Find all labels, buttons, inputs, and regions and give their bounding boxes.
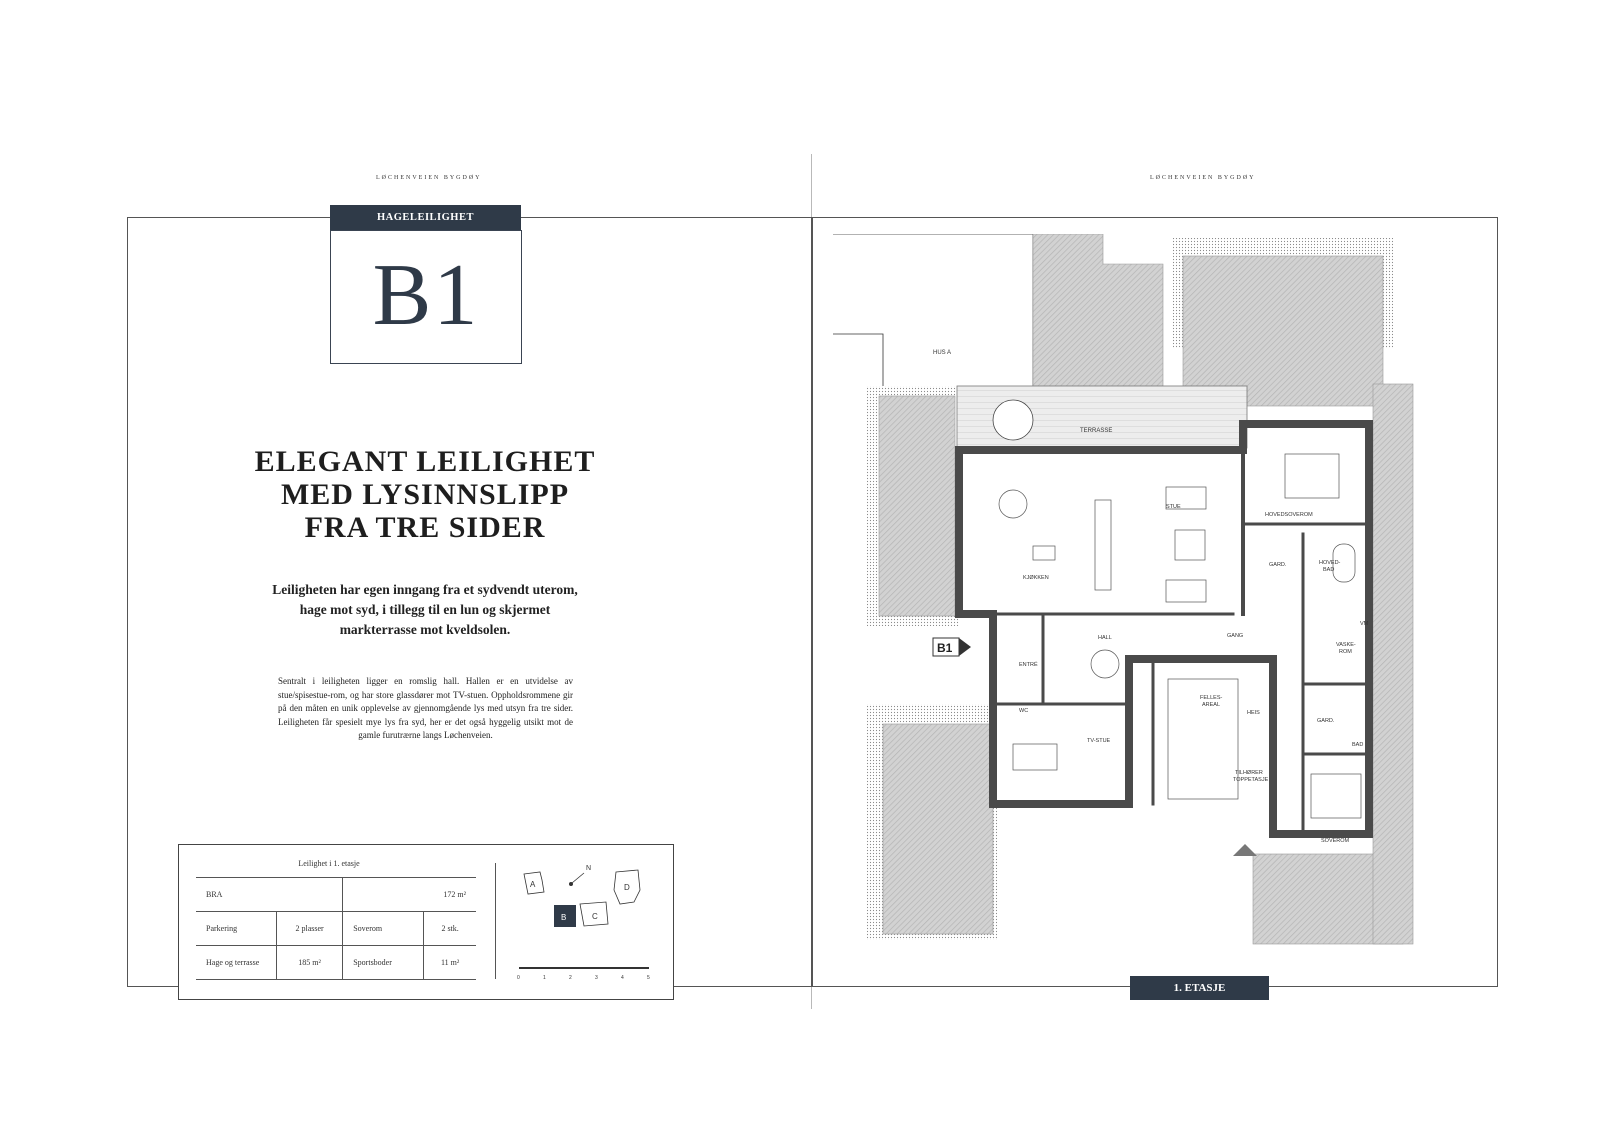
gard-label-2: GARD. (1317, 718, 1335, 724)
info-title: Leilighet i 1. etasje (298, 859, 360, 868)
kitchen-island (1032, 545, 1056, 561)
table-row: BRA 172 m² (196, 877, 476, 912)
info-separator (495, 863, 496, 979)
vm-label: VM (1360, 621, 1369, 627)
bathtub (1332, 543, 1356, 583)
unit-code-box: B1 (330, 230, 522, 364)
site-key-map: A B C D N (523, 865, 641, 927)
soverom-label: SOVEROM (1321, 838, 1350, 844)
sofa-south (1165, 579, 1207, 603)
garden-area-west (878, 395, 956, 617)
building-b-shape (554, 905, 576, 927)
stue-label: STUE (1166, 504, 1181, 510)
wall-utility-rooms (1301, 682, 1371, 756)
vaskerom-label-1: VASKE- (1336, 642, 1356, 648)
hovedsoverom-label: HOVEDSOVEROM (1265, 512, 1313, 518)
building-c-shape (579, 901, 609, 927)
scale-bar (519, 967, 649, 969)
specs-table: BRA 172 m² Parkering 2 plasser Soverom 2… (196, 877, 476, 980)
hage-label: Hage og terrasse (196, 945, 277, 980)
tv-stue-label: TV-STUE (1087, 738, 1111, 744)
building-c-label: C (592, 912, 598, 921)
floor-plan: HUS A TERRASSE (833, 234, 1414, 945)
scale-label: 0 (517, 975, 520, 981)
running-title-right: LØCHENVEIEN BYGDØY (1150, 175, 1256, 181)
soverom-value: 2 stk. (423, 911, 476, 946)
garden-area-south-west (882, 723, 994, 935)
fellesareal-label-1: FELLES- (1200, 695, 1222, 701)
unit-code: B1 (372, 247, 480, 344)
heis-label: HEIS (1247, 710, 1260, 716)
sportsboder-label: Sportsboder (342, 945, 424, 980)
sportsboder-value: 11 m² (423, 945, 476, 980)
house-a-outline (833, 234, 1034, 395)
fellesareal-label-2: AREAL (1202, 702, 1220, 708)
vaskerom-label-2: ROM (1339, 649, 1352, 655)
soverom-label: Soverom (342, 911, 424, 946)
tilhorer-label-2: TOPPETASJE (1233, 777, 1269, 783)
wall-south-outer (1125, 655, 1373, 838)
unit-type-tab: HAGELEILIGHET (330, 205, 521, 230)
entre-label: ENTRÉ (1019, 661, 1038, 668)
floor-label: 1. ETASJE (1130, 976, 1269, 1000)
headline-line-3: FRA TRE SIDER (304, 511, 546, 544)
table-row: Hage og terrasse 185 m² Sportsboder 11 m… (196, 945, 476, 980)
entrance-arrow-icon (959, 638, 971, 656)
wc-label: WC (1019, 708, 1028, 714)
north-arrow-icon (571, 872, 585, 884)
hovedbad-label-2: BAD (1323, 567, 1334, 573)
headline: ELEGANT LEILIGHET MED LYSINNSLIPP FRA TR… (230, 445, 620, 544)
garden-area-east (1372, 383, 1414, 945)
kjokken-label: KJØKKEN (1023, 575, 1049, 581)
building-d-label: D (624, 883, 630, 892)
dining-table-long (1094, 499, 1112, 591)
scale-label: 5 (647, 975, 650, 981)
headline-line-1: ELEGANT LEILIGHET (254, 445, 596, 478)
building-a-label: A (530, 880, 536, 889)
headline-line-2: MED LYSINNSLIPP (280, 478, 570, 511)
intro-paragraph: Leiligheten har egen inngang fra et sydv… (272, 582, 578, 637)
building-b-label: B (561, 913, 566, 922)
sofa-north (1165, 486, 1207, 510)
unit-info-box: Leilighet i 1. etasje BRA 172 m² Parkeri… (178, 844, 674, 1000)
building-entrance-icon (1233, 844, 1257, 856)
hall-label: HALL (1098, 635, 1112, 641)
bedroom-bed (1310, 773, 1362, 819)
house-a-label: HUS A (933, 350, 951, 356)
terrace-table (992, 399, 1034, 441)
parkering-label: Parkering (196, 911, 277, 946)
bad-label: BAD (1352, 742, 1363, 748)
parkering-value: 2 plasser (275, 911, 343, 946)
north-label: N (586, 865, 591, 872)
gang-label: GANG (1227, 633, 1243, 639)
master-bed (1284, 453, 1340, 499)
building-a-shape (523, 871, 545, 895)
scale-label: 1 (543, 975, 546, 981)
dining-table-round (998, 489, 1028, 519)
running-title-left: LØCHENVEIEN BYGDØY (376, 175, 482, 181)
body-paragraph: Sentralt i leiligheten ligger en romslig… (278, 676, 573, 740)
tilhorer-label-1: TILHØRER (1235, 770, 1263, 776)
entrance-tag-label: B1 (937, 641, 953, 655)
hall-round-table (1090, 649, 1120, 679)
coffee-table (1174, 529, 1206, 561)
hovedbad-label-1: HOVED- (1319, 560, 1341, 566)
building-d-shape (613, 869, 641, 905)
north-arrow-base-icon (569, 882, 573, 886)
garden-area-north-east (1182, 255, 1384, 407)
scale-label: 2 (569, 975, 572, 981)
bra-value: 172 m² (342, 877, 476, 912)
bra-label: BRA (196, 877, 343, 912)
gard-label-1: GARD. (1269, 562, 1287, 568)
garden-area-north (1032, 234, 1164, 395)
scale-label: 3 (595, 975, 598, 981)
table-row: Parkering 2 plasser Soverom 2 stk. (196, 911, 476, 946)
scale-label: 4 (621, 975, 624, 981)
staircase (1167, 678, 1239, 800)
terrace-label: TERRASSE (1080, 428, 1112, 434)
hage-value: 185 m² (275, 945, 343, 980)
tv-sofa (1012, 743, 1058, 771)
